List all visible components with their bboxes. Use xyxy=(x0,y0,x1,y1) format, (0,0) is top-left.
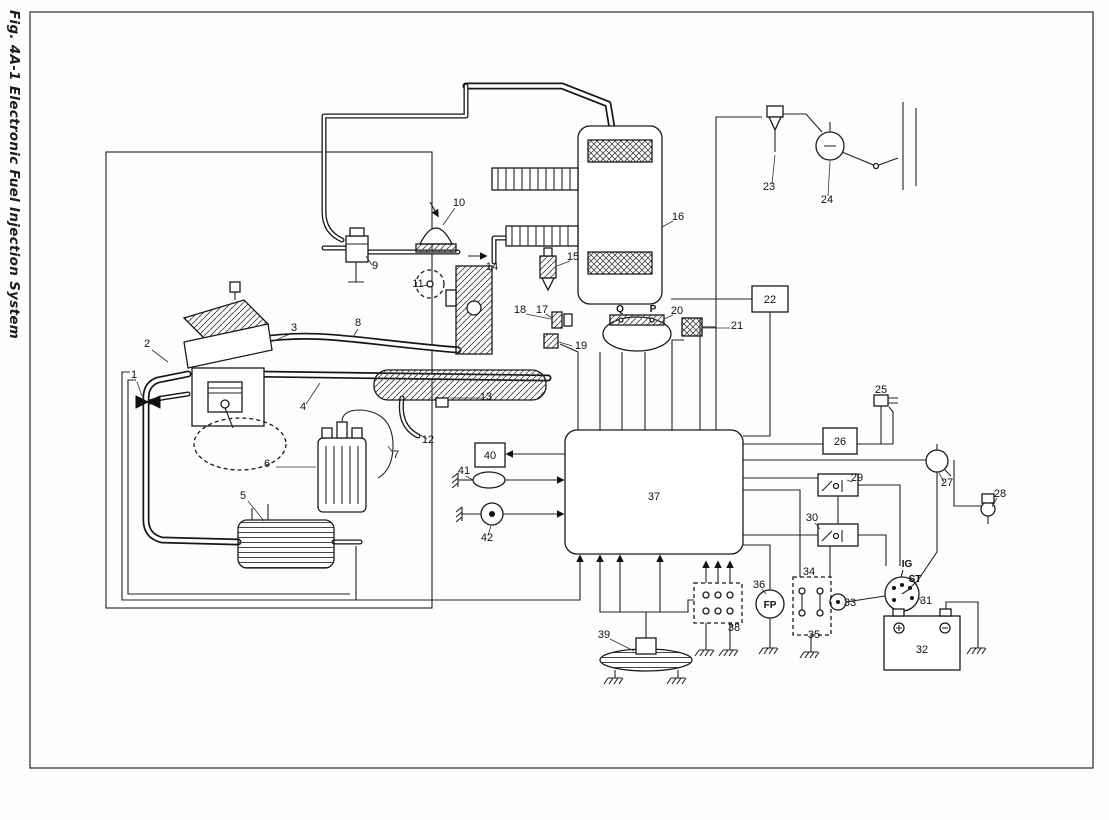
part-label-39: 39 xyxy=(598,629,610,641)
resistor-33 xyxy=(829,593,847,611)
corrugated-hose-upper xyxy=(491,167,579,191)
part-label-14: 14 xyxy=(486,261,498,273)
part-label-16: 16 xyxy=(672,211,684,223)
part-label-3: 3 xyxy=(291,322,297,334)
part-label-30: 30 xyxy=(806,512,818,524)
terminal-label-IG: IG xyxy=(902,559,913,570)
part-label-8: 8 xyxy=(355,317,361,329)
wiring-layer xyxy=(356,102,979,652)
part-label-15: 15 xyxy=(567,251,579,263)
throttle-switch-19 xyxy=(543,333,559,349)
part-label-25: 25 xyxy=(875,384,887,396)
airflow-meter-20 xyxy=(602,314,672,352)
part-label-24: 24 xyxy=(821,194,833,206)
corrugated-hose-lower xyxy=(505,225,579,247)
air-switching-valve-1 xyxy=(135,395,161,409)
ecu-37 xyxy=(564,429,744,555)
part-label-38: 38 xyxy=(728,622,740,634)
part-label-31: 31 xyxy=(920,595,932,607)
ground-symbols xyxy=(451,472,987,685)
part-label-5: 5 xyxy=(240,490,246,502)
connector-21 xyxy=(681,317,703,337)
component-9 xyxy=(345,227,369,283)
ignition-switch-31 xyxy=(884,569,920,612)
part-label-17: 17 xyxy=(536,304,548,316)
charcoal-canister xyxy=(237,504,335,569)
part-label-7: 7 xyxy=(393,449,399,461)
part-label-2: 2 xyxy=(144,338,150,350)
part-label-4: 4 xyxy=(300,401,306,413)
part-label-41: 41 xyxy=(458,465,470,477)
part-number-labels: 1234567891011121314151617181920212223242… xyxy=(131,181,1006,656)
part-label-9: 9 xyxy=(372,260,378,272)
part-label-28: 28 xyxy=(994,488,1006,500)
idle-adjuster-11 xyxy=(415,269,445,299)
component-28 xyxy=(962,493,996,524)
part-label-22: 22 xyxy=(764,294,776,306)
battery-32 xyxy=(883,608,961,671)
part-label-20: 20 xyxy=(671,305,683,317)
part-label-1: 1 xyxy=(131,369,137,381)
throttle-body-14 xyxy=(445,265,493,355)
figure-border xyxy=(29,11,1094,769)
part-label-32: 32 xyxy=(916,644,928,656)
connector-34-35 xyxy=(792,576,832,636)
sensors-17-18 xyxy=(551,311,573,329)
cold-start-injector-15 xyxy=(539,247,557,292)
part-label-35: 35 xyxy=(808,629,820,641)
part-label-19: 19 xyxy=(575,340,587,352)
fuel-pump-36 xyxy=(755,589,785,619)
part-label-23: 23 xyxy=(763,181,775,193)
part-label-40: 40 xyxy=(484,450,496,462)
terminal-label-P: P xyxy=(650,304,657,315)
part-label-36: 36 xyxy=(753,579,765,591)
part-label-10: 10 xyxy=(453,197,465,209)
part-label-29: 29 xyxy=(851,472,863,484)
distributor-39 xyxy=(599,637,693,678)
vacuum-unit-24 xyxy=(815,122,899,170)
box-40 xyxy=(474,442,506,468)
part-label-11: 11 xyxy=(412,278,423,290)
box-22 xyxy=(751,285,789,313)
part-label-18: 18 xyxy=(514,304,526,316)
part-label-37: 37 xyxy=(648,491,660,503)
terminal-label-FP: FP xyxy=(764,600,777,611)
part-label-42: 42 xyxy=(481,532,493,544)
air-cleaner xyxy=(577,125,663,305)
part-label-12: 12 xyxy=(422,434,434,446)
engine xyxy=(182,281,287,471)
part-label-26: 26 xyxy=(834,436,846,448)
fuel-pump-relay-30 xyxy=(817,523,859,547)
part-label-27: 27 xyxy=(941,477,953,489)
label-leaders xyxy=(136,154,998,652)
ignition-coil xyxy=(317,409,394,513)
box-26 xyxy=(822,427,858,455)
terminal-label-ST: ST xyxy=(909,574,922,585)
part-label-33: 33 xyxy=(844,597,856,609)
check-connector-38 xyxy=(693,582,743,624)
air-valve-10 xyxy=(415,227,457,253)
part-label-6: 6 xyxy=(264,458,270,470)
part-label-13: 13 xyxy=(480,391,492,403)
component-27 xyxy=(925,444,952,477)
lamp-42 xyxy=(462,502,504,526)
main-relay-29 xyxy=(817,473,859,497)
solenoid-valve-23 xyxy=(766,105,784,152)
part-label-21: 21 xyxy=(731,320,743,332)
part-label-34: 34 xyxy=(803,566,815,578)
switch-25 xyxy=(873,394,898,444)
terminal-label-Q: Q xyxy=(616,304,624,315)
surge-tank-13 xyxy=(373,369,547,408)
